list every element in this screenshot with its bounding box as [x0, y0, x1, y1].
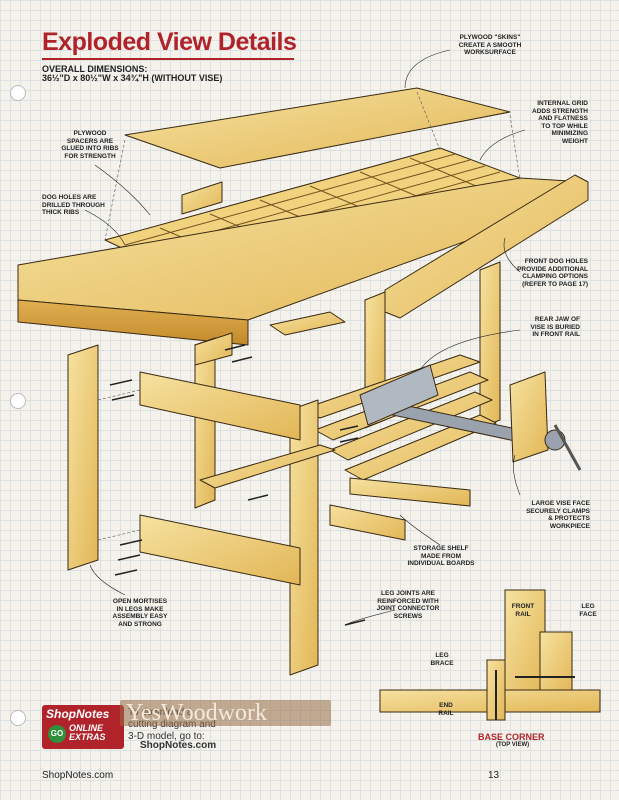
rear-leg-right: [479, 261, 501, 429]
binder-hole-top: [10, 85, 26, 101]
upper-end-rail: [139, 371, 301, 441]
assembly-lines: [97, 91, 521, 541]
plywood-spacer: [181, 181, 223, 215]
callout-storage-shelf: STORAGE SHELF MADE FROM INDIVIDUAL BOARD…: [407, 545, 475, 567]
base-corner-title: BASE CORNER: [478, 732, 545, 742]
title-underline: [42, 58, 294, 60]
loose-board: [269, 311, 346, 336]
page-title: Exploded View Details: [42, 28, 297, 56]
binder-hole-middle: [10, 393, 26, 409]
promo-url-link[interactable]: ShopNotes.com: [140, 740, 217, 751]
callout-plywood-spacers: PLYWOOD SPACERS ARE GLUED INTO RIBS FOR …: [61, 130, 119, 160]
label-end-rail: END RAIL: [438, 702, 454, 717]
callout-dog-holes: DOG HOLES ARE DRILLED THROUGH THICK RIBS: [42, 194, 105, 216]
base-corner-subtitle: (TOP VIEW): [496, 742, 530, 748]
callout-leg-joints: LEG JOINTS ARE REINFORCED WITH JOINT CON…: [376, 590, 440, 620]
callout-plywood-skins: PLYWOOD "SKINS" CREATE A SMOOTH WORKSURF…: [458, 34, 522, 56]
page-number: 13: [488, 770, 500, 781]
plywood-top-skin: [124, 87, 511, 169]
lower-end-rail: [139, 514, 301, 586]
dimensions-value: 36½"D x 80½"W x 34¾"H (WITHOUT VISE): [42, 73, 223, 83]
base-corner-inset: [379, 589, 601, 721]
screws: [109, 344, 366, 626]
binder-hole-bottom: [10, 710, 26, 726]
logo-brand: ShopNotes: [46, 707, 110, 721]
vise-face: [509, 371, 549, 463]
footer-site: ShopNotes.com: [42, 770, 114, 781]
right-leg-front: [289, 399, 319, 676]
callout-open-mortises: OPEN MORTISES IN LEGS MAKE ASSEMBLY EASY…: [112, 598, 168, 628]
callout-rear-jaw: REAR JAW OF VISE IS BURIED IN FRONT RAIL: [530, 316, 580, 338]
label-leg-brace: LEG BRACE: [430, 652, 454, 667]
callout-internal-grid: INTERNAL GRID ADDS STRENGTH AND FLATNESS…: [532, 100, 588, 145]
watermark: YesWoodwork: [120, 700, 331, 726]
storage-shelf-slats: [299, 354, 497, 481]
label-leg-face: LEG FACE: [579, 603, 597, 618]
go-badge: GO: [48, 725, 66, 743]
leader-lines: [84, 49, 526, 626]
vise-rear-jaw: [359, 364, 439, 426]
label-front-rail: FRONT RAIL: [511, 603, 535, 618]
loose-shelf-board: [349, 477, 471, 507]
callout-front-dog-holes: FRONT DOG HOLES PROVIDE ADDITIONAL CLAMP…: [517, 258, 588, 288]
left-leg-front: [67, 344, 99, 571]
callout-vise-face: LARGE VISE FACE SECURELY CLAMPS & PROTEC…: [526, 500, 590, 530]
logo-online-extras: ONLINE EXTRAS: [69, 723, 106, 742]
dimensions-label: OVERALL DIMENSIONS:: [42, 64, 148, 74]
lower-long-rail: [199, 444, 336, 489]
